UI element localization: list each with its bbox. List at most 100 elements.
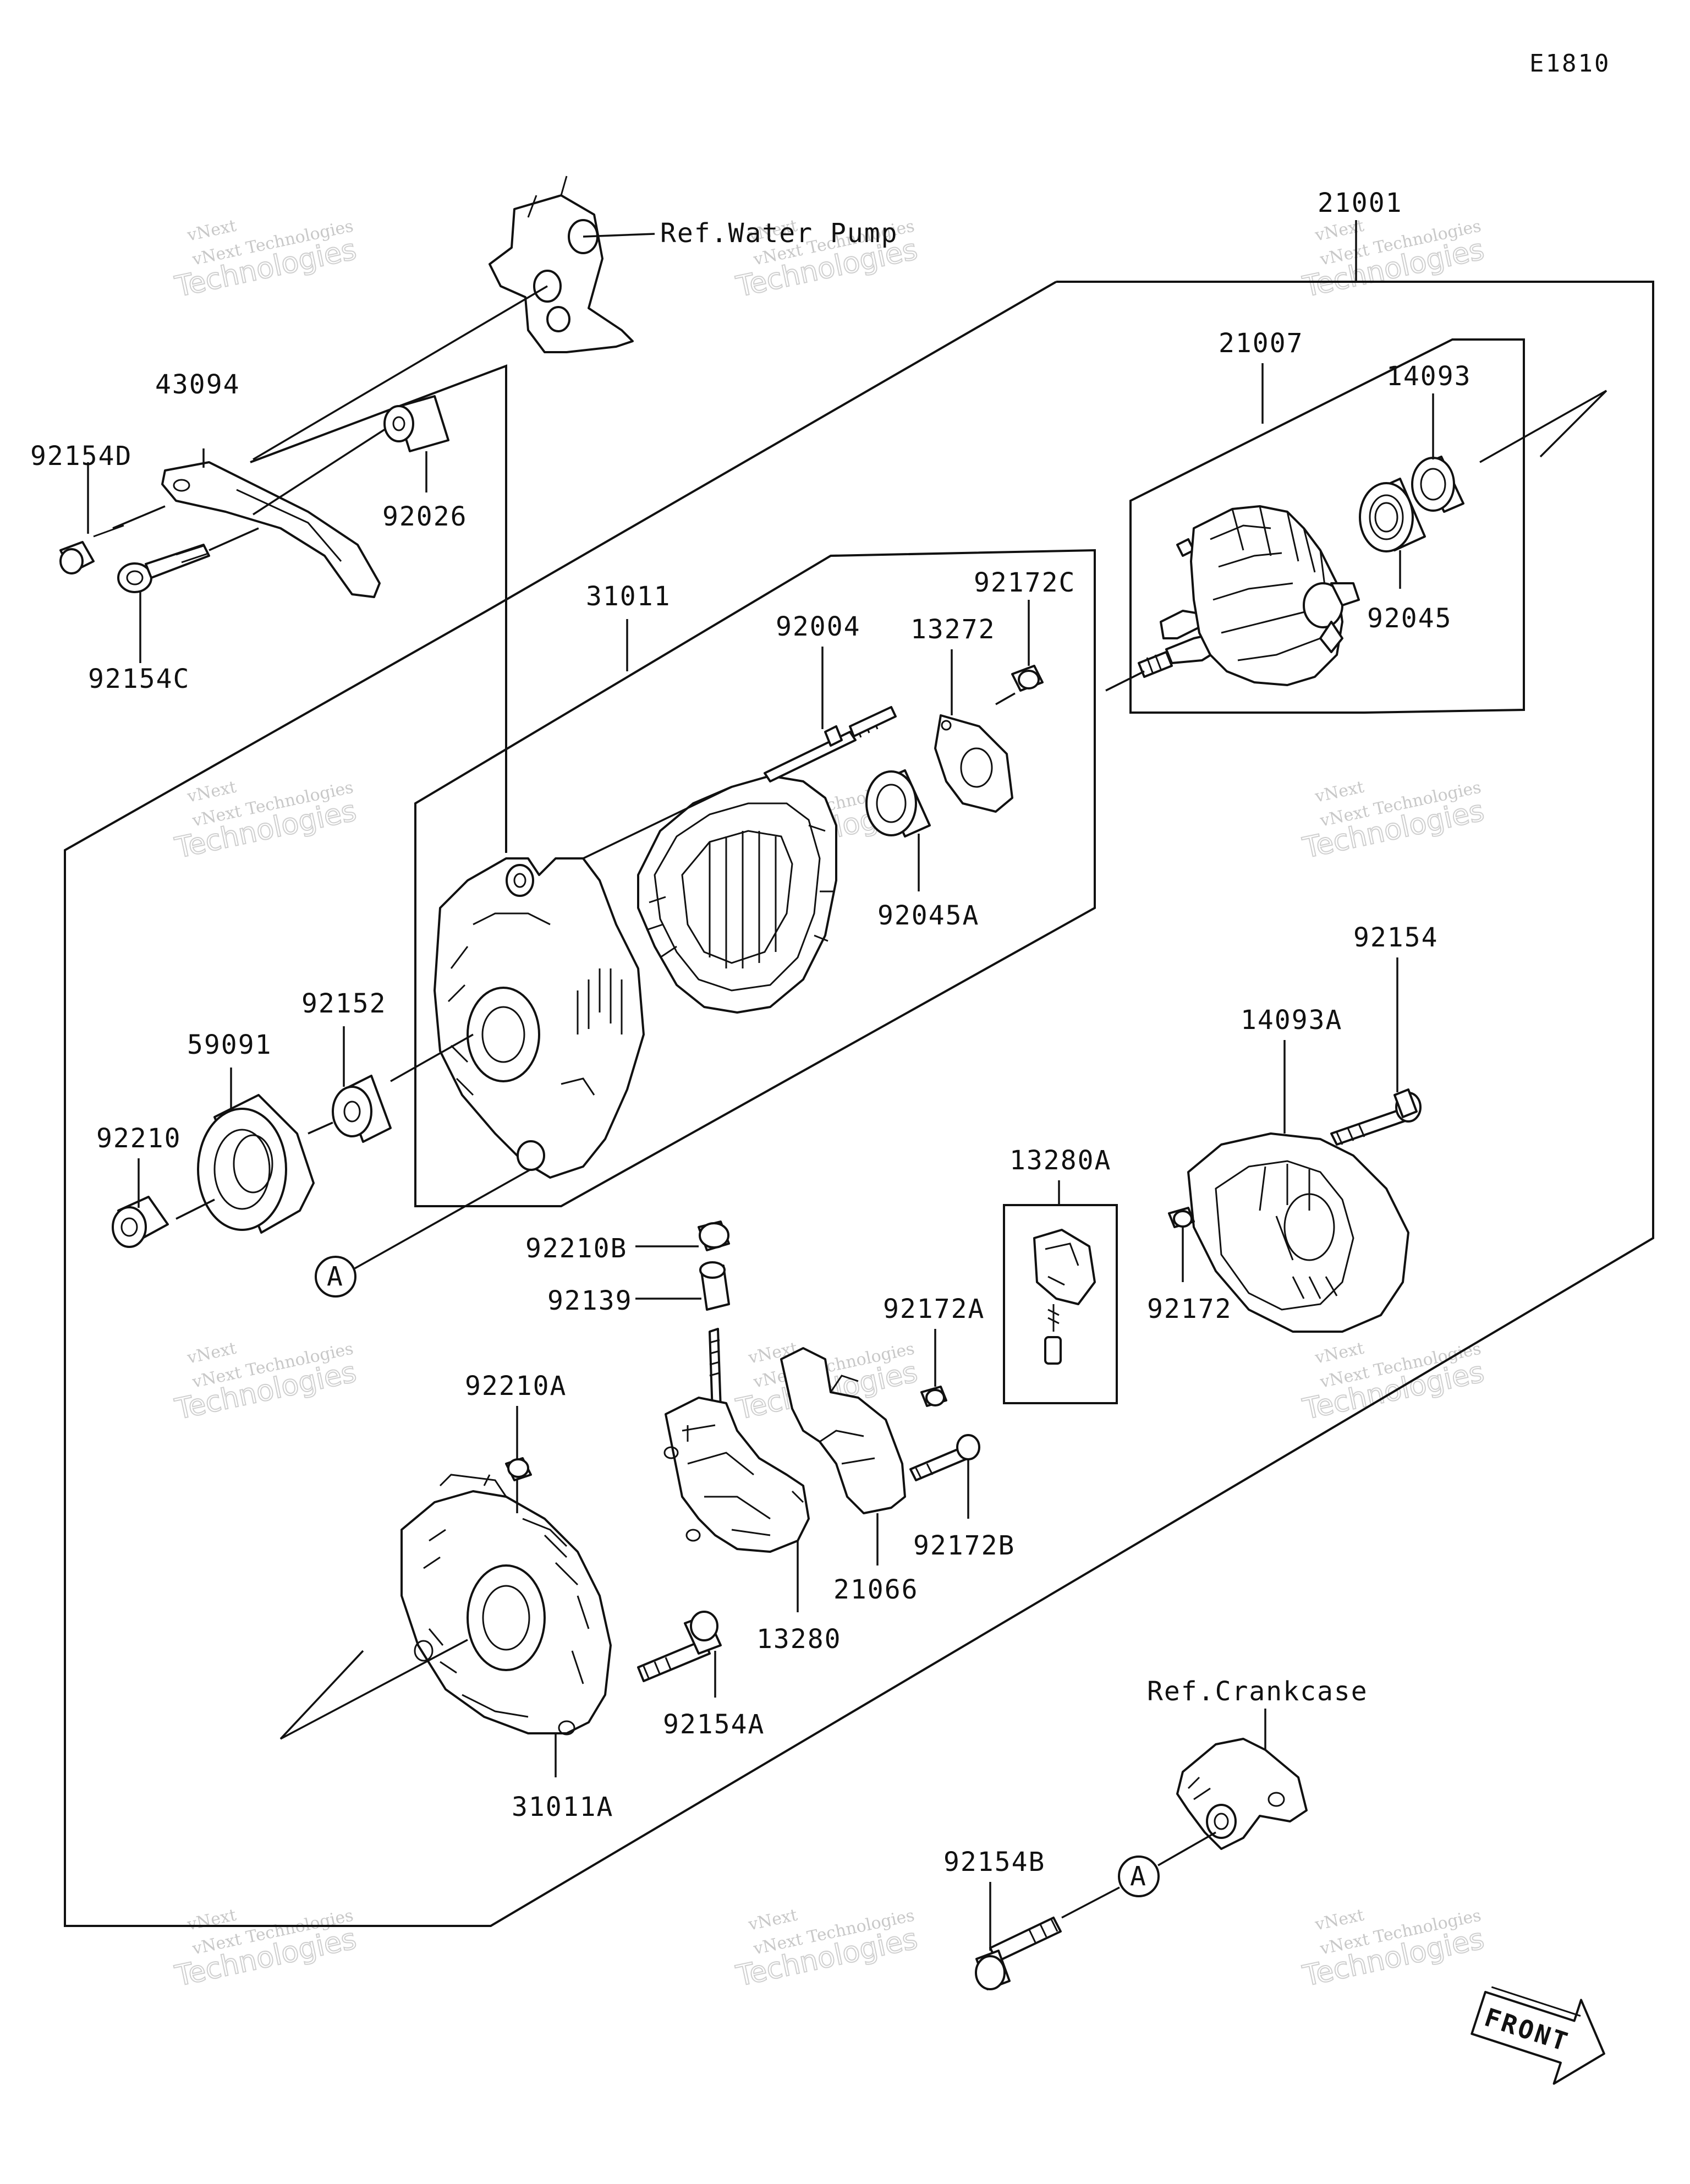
bolt-92154-drawing <box>1330 1088 1422 1146</box>
leader-92154D-axis <box>112 505 166 529</box>
leader-rear-axis <box>279 1639 468 1740</box>
crankcase-reference-drawing <box>1176 1738 1308 1850</box>
bearing-92045-drawing <box>1359 478 1426 552</box>
screw-92172A-drawing <box>920 1386 947 1407</box>
connector-a-label-lower: A <box>1130 1861 1147 1892</box>
water-pump-reference-drawing <box>489 176 634 353</box>
label-92210: 92210 <box>96 1123 182 1154</box>
watermark-text: vNext <box>185 1339 238 1368</box>
leader-spacer-axis <box>253 428 386 516</box>
watermark-text: vNext <box>746 1906 799 1935</box>
bearing-92045A-drawing <box>865 769 931 838</box>
label-43094: 43094 <box>155 369 240 400</box>
label-92026: 92026 <box>382 501 468 532</box>
label-21066: 21066 <box>833 1574 919 1605</box>
frame-31011 <box>414 549 1096 1207</box>
bushing-92139-drawing <box>699 1261 730 1311</box>
leader-water-pump <box>583 233 655 238</box>
label-92210B: 92210B <box>525 1233 627 1264</box>
pulley-59091-drawing <box>197 1094 315 1234</box>
frame-21007 <box>1129 338 1525 714</box>
stud-92004-drawing <box>764 706 897 782</box>
watermark-text: vNext <box>1313 1339 1365 1368</box>
plate-13272-drawing <box>934 714 1013 813</box>
front-arrow-icon: FRONT <box>1470 1986 1605 2085</box>
rotor-21007-drawing <box>1138 505 1360 686</box>
front-housing-drawing <box>434 857 645 1179</box>
screw-92172-drawing <box>1168 1207 1195 1228</box>
watermark-text: vNext <box>1313 778 1365 807</box>
bolt-92154B-drawing <box>975 1917 1062 1990</box>
leader-rotor-shaft <box>1105 670 1145 692</box>
leader-bracket-to-pump <box>253 285 548 461</box>
label-14093: 14093 <box>1386 361 1472 392</box>
bolt-92154A-drawing <box>637 1611 722 1682</box>
label-13280: 13280 <box>756 1624 842 1655</box>
label-21001: 21001 <box>1318 188 1403 218</box>
brush-13280A-drawing <box>1033 1229 1096 1365</box>
diagram-code: E1810 <box>1529 50 1610 78</box>
label-92154D: 92154D <box>30 441 132 472</box>
leader-shaft-front <box>390 1033 474 1082</box>
leader-stator-axis <box>583 786 732 860</box>
label-92210A: 92210A <box>465 1371 567 1402</box>
screw-92172C-drawing <box>1011 665 1044 692</box>
leader-bolt-92154B-axis <box>1061 1886 1120 1919</box>
frame-43094-bracket <box>250 364 507 853</box>
label-92045: 92045 <box>1367 603 1452 634</box>
label-92152: 92152 <box>301 988 387 1019</box>
nut-92210-drawing <box>112 1196 169 1248</box>
label-14093A: 14093A <box>1241 1005 1342 1036</box>
label-92172A: 92172A <box>883 1294 985 1324</box>
leader-nut-axis <box>175 1198 215 1220</box>
rear-housing-31011A-drawing <box>400 1474 612 1736</box>
label-92172C: 92172C <box>974 567 1076 598</box>
washer-14093-drawing <box>1411 456 1464 513</box>
label-31011A: 31011A <box>512 1792 613 1822</box>
regulator-21066-drawing <box>780 1347 906 1514</box>
label-21007: 21007 <box>1219 328 1304 359</box>
nut-92210B-drawing <box>698 1220 730 1251</box>
frame-13280A <box>1003 1204 1118 1404</box>
nut-92210A-drawing <box>505 1457 532 1481</box>
rear-cover-14093A-drawing <box>1187 1132 1409 1333</box>
watermark-text: vNext <box>1313 216 1365 245</box>
label-13272: 13272 <box>910 614 996 645</box>
bolt-92172B-drawing <box>909 1434 980 1481</box>
label-92004: 92004 <box>776 611 861 642</box>
watermark-text: vNext <box>1313 1906 1365 1935</box>
collar-92152-drawing <box>332 1075 392 1143</box>
watermark-text: vNext <box>185 778 238 807</box>
leader-crankcase-axis <box>1157 1831 1216 1866</box>
connector-a-marker-lower <box>1118 1855 1160 1897</box>
label-92154C: 92154C <box>88 664 190 694</box>
leader-92154C-axis <box>208 527 259 551</box>
bolt-92154D-drawing <box>59 524 124 574</box>
leader-rotor-axis-end <box>1479 390 1607 463</box>
bracket-43094-drawing <box>161 461 381 598</box>
label-92139: 92139 <box>547 1285 633 1316</box>
connector-a-label: A <box>327 1261 344 1292</box>
watermark-text: vNext <box>185 216 238 245</box>
bolt-92154C-drawing <box>117 544 210 593</box>
frame-21001 <box>64 281 1654 1927</box>
connector-a-marker <box>315 1256 356 1298</box>
ref-water-pump-label: Ref.Water Pump <box>660 218 898 249</box>
ref-crankcase-label: Ref.Crankcase <box>1147 1676 1368 1707</box>
leader-92172C-axis <box>995 692 1016 705</box>
spacer-92026-drawing <box>383 395 449 452</box>
label-92172: 92172 <box>1147 1294 1232 1324</box>
leader-pulley-axis <box>308 1121 333 1135</box>
label-92172B: 92172B <box>913 1530 1015 1561</box>
label-92045A: 92045A <box>877 900 979 931</box>
label-31011: 31011 <box>586 581 671 612</box>
label-92154: 92154 <box>1353 922 1439 953</box>
label-59091: 59091 <box>187 1030 272 1060</box>
leader-connector-a <box>354 1168 531 1269</box>
stator-drawing <box>637 775 837 1014</box>
label-92154B: 92154B <box>943 1847 1045 1878</box>
label-92154A: 92154A <box>663 1709 765 1740</box>
label-13280A: 13280A <box>1009 1145 1111 1176</box>
